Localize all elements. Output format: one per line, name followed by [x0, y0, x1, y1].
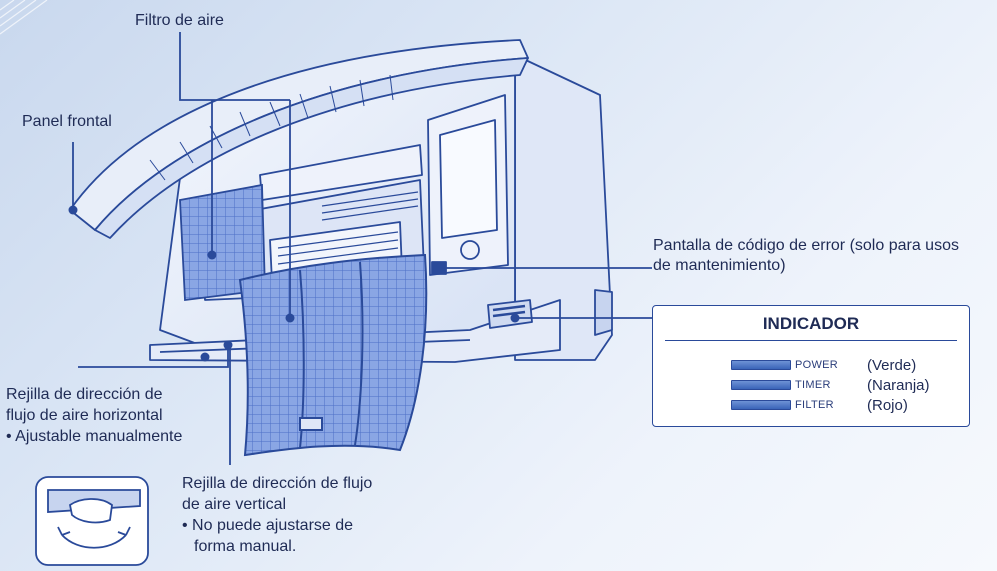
- label-air-filter: Filtro de aire: [135, 12, 224, 29]
- front-panel-ribs: [149, 74, 394, 181]
- label-error-code-line2: de mantenimiento): [653, 257, 786, 274]
- indicator-name: FILTER: [795, 399, 834, 411]
- manual-adjust-icon: [35, 476, 149, 566]
- indicator-divider: [665, 340, 957, 341]
- indicator-color: (Verde): [867, 356, 917, 374]
- leader-dots: [68, 205, 520, 362]
- air-filter-removed: [238, 253, 428, 457]
- label-vertical-louver-line3: • No puede ajustarse de: [182, 517, 354, 534]
- label-error-code-line1: Pantalla de código de error (solo para u…: [653, 237, 959, 254]
- indicator-color: (Rojo): [867, 396, 908, 414]
- indicator-row-power: POWER (Verde): [731, 356, 916, 374]
- label-horizontal-louver-line3: • Ajustable manualmente: [6, 428, 183, 445]
- indicator-name: TIMER: [795, 379, 831, 391]
- front-panel: [69, 39, 529, 239]
- label-vertical-louver-line1: Rejilla de dirección de flujo: [182, 475, 373, 492]
- indicator-color: (Naranja): [867, 376, 930, 394]
- timer-lamp-icon: [731, 380, 791, 390]
- power-lamp-icon: [731, 360, 791, 370]
- indicator-title: INDICADOR: [762, 314, 860, 333]
- corner-decoration: [0, 0, 48, 35]
- filter-lamp-icon: [731, 400, 791, 410]
- label-vertical-louver-line4: forma manual.: [194, 538, 297, 555]
- label-horizontal-louver-line2: flujo de aire horizontal: [6, 407, 163, 424]
- vent-slats: [277, 191, 419, 265]
- indicator-name: POWER: [795, 359, 839, 371]
- leader-lines: [72, 32, 652, 465]
- label-vertical-louver-line2: de aire vertical: [182, 496, 287, 513]
- indicator-row-filter: FILTER (Rojo): [731, 396, 908, 414]
- label-front-panel: Panel frontal: [22, 113, 112, 130]
- indicator-box: INDICADOR POWER (Verde) TIMER (Naranja) …: [652, 305, 970, 427]
- label-horizontal-louver-line1: Rejilla de dirección de: [6, 386, 163, 403]
- indicator-row-timer: TIMER (Naranja): [731, 376, 930, 394]
